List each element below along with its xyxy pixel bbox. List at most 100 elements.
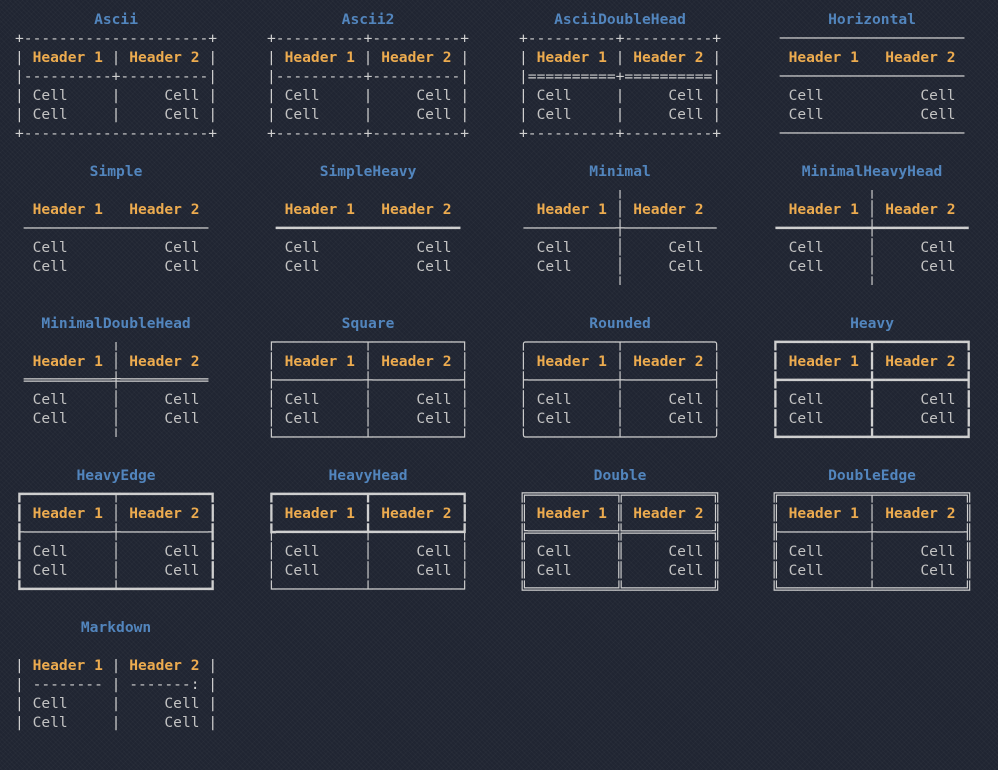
border-glyphs — [771, 201, 789, 218]
border-glyphs — [519, 201, 537, 218]
border-glyphs — [15, 638, 217, 655]
border-glyphs: ╟──────────┼──────────╢ — [771, 524, 974, 541]
border-glyphs — [267, 258, 285, 275]
header-text: Header 1 — [32, 353, 103, 370]
cell-text: Cell — [920, 87, 956, 104]
header-text: Header 1 — [32, 505, 103, 522]
box-style-table-heavyhead: HeavyHead ┏━━━━━━━━━━┳━━━━━━━━━━┓ ┃ Head… — [267, 466, 469, 618]
header-text: Header 1 — [284, 201, 355, 218]
header-text: Header 2 — [381, 353, 452, 370]
border-glyphs: ╔══════════╦══════════╗ — [519, 486, 722, 503]
border-glyphs: │ — [319, 543, 417, 560]
border-glyphs — [200, 410, 218, 427]
border-glyphs: | — [15, 49, 33, 66]
border-glyphs: │ — [451, 543, 470, 560]
border-glyphs: | — [519, 106, 537, 123]
border-glyphs — [771, 106, 789, 123]
border-glyphs — [771, 87, 789, 104]
border-glyphs: │ — [451, 410, 470, 427]
border-glyphs: | — [319, 87, 417, 104]
cell-text: Cell — [32, 410, 68, 427]
table-ascii-art: ╔══════════╤══════════╗ ║ Header 1 │ Hea… — [771, 485, 973, 599]
header-text: Header 1 — [32, 201, 103, 218]
border-glyphs: │ — [703, 391, 722, 408]
table-title: Heavy — [850, 315, 894, 332]
cell-text: Cell — [536, 258, 572, 275]
border-glyphs: │ — [267, 391, 285, 408]
border-glyphs: ┃ — [955, 410, 974, 427]
table-title: AsciiDoubleHead — [554, 11, 686, 28]
cell-text: Cell — [920, 239, 956, 256]
table-title: MinimalDoubleHead — [41, 315, 191, 332]
border-glyphs: │ — [67, 410, 165, 427]
border-glyphs: ╔══════════╤══════════╗ — [771, 486, 974, 503]
box-style-table-simple: Simple Header 1 Header 2 ───────────────… — [15, 162, 217, 314]
border-glyphs: | — [606, 49, 634, 66]
table-ascii-art: +----------+----------+ | Header 1 | Hea… — [267, 29, 469, 143]
table-ascii-art: ╷ Header 1 │ Header 2 ╺━━━━━━━━━━┿━━━━━━… — [771, 181, 973, 295]
border-glyphs — [704, 201, 722, 218]
border-glyphs: ───────────────────── — [771, 125, 974, 142]
cell-text: Cell — [788, 391, 824, 408]
border-glyphs — [200, 258, 218, 275]
header-text: Header 2 — [885, 201, 956, 218]
cell-text: Cell — [32, 543, 68, 560]
header-text: Header 1 — [788, 353, 859, 370]
border-glyphs: │ — [267, 353, 285, 370]
cell-text: Cell — [788, 410, 824, 427]
border-glyphs: | — [571, 106, 669, 123]
cell-text: Cell — [920, 410, 956, 427]
border-glyphs — [704, 258, 722, 275]
cell-text: Cell — [668, 106, 704, 123]
border-glyphs — [320, 239, 417, 256]
border-glyphs: | — [15, 695, 33, 712]
table-title: Markdown — [80, 619, 152, 636]
border-glyphs: | — [15, 106, 33, 123]
table-title: Ascii — [94, 11, 138, 28]
border-glyphs: ║ — [771, 505, 789, 522]
table-title: Double — [593, 467, 647, 484]
cell-text: Cell — [416, 239, 452, 256]
border-glyphs: │ — [858, 201, 886, 218]
border-glyphs — [956, 239, 974, 256]
border-glyphs: │ — [451, 353, 470, 370]
table-title: SimpleHeavy — [319, 163, 417, 180]
border-glyphs — [859, 49, 885, 66]
border-glyphs: | — [451, 106, 470, 123]
cell-text: Cell — [416, 410, 452, 427]
border-glyphs: | — [703, 49, 722, 66]
border-glyphs: │ — [606, 201, 634, 218]
border-glyphs: │ — [519, 391, 537, 408]
border-glyphs — [103, 201, 129, 218]
border-glyphs: ╷ — [15, 334, 218, 351]
border-glyphs: ━━━━━━━━━━━━━━━━━━━━━ — [267, 220, 470, 237]
cell-text: Cell — [788, 258, 824, 275]
table-ascii-art: ╔══════════╦══════════╗ ║ Header 1 ║ Hea… — [519, 485, 721, 599]
box-style-table-minimalheavyhead: MinimalHeavyHead ╷ Header 1 │ Header 2 ╺… — [771, 162, 973, 314]
border-glyphs: ───────────────────── — [771, 30, 974, 47]
table-ascii-art: +---------------------+ | Header 1 | Hea… — [15, 29, 217, 143]
border-glyphs: ╺━━━━━━━━━━┿━━━━━━━━━━╸ — [771, 220, 974, 237]
border-glyphs: │ — [519, 353, 537, 370]
border-glyphs: | — [102, 49, 130, 66]
header-text: Header 1 — [536, 201, 607, 218]
border-glyphs: |----------+----------| — [15, 68, 218, 85]
border-glyphs: ║ — [955, 543, 974, 560]
border-glyphs: ╷ — [519, 182, 722, 199]
border-glyphs: ├──────────┼──────────┤ — [267, 372, 470, 389]
cell-text: Cell — [416, 258, 452, 275]
border-glyphs: | — [571, 87, 669, 104]
border-glyphs: ║ — [955, 505, 974, 522]
border-glyphs: ┃ — [955, 391, 974, 408]
cell-text: Cell — [164, 87, 200, 104]
header-text: Header 2 — [633, 505, 704, 522]
cell-text: Cell — [32, 714, 68, 731]
border-glyphs — [267, 182, 469, 199]
border-glyphs: │ — [267, 410, 285, 427]
header-text: Header 2 — [633, 201, 704, 218]
border-glyphs: └──────────┴──────────┘ — [267, 429, 470, 446]
border-glyphs: ├──────────┼──────────┤ — [519, 372, 722, 389]
cell-text: Cell — [32, 562, 68, 579]
box-style-table-minimaldoublehead: MinimalDoubleHead ╷ Header 1 │ Header 2 … — [15, 314, 217, 466]
border-glyphs: │ — [267, 562, 285, 579]
